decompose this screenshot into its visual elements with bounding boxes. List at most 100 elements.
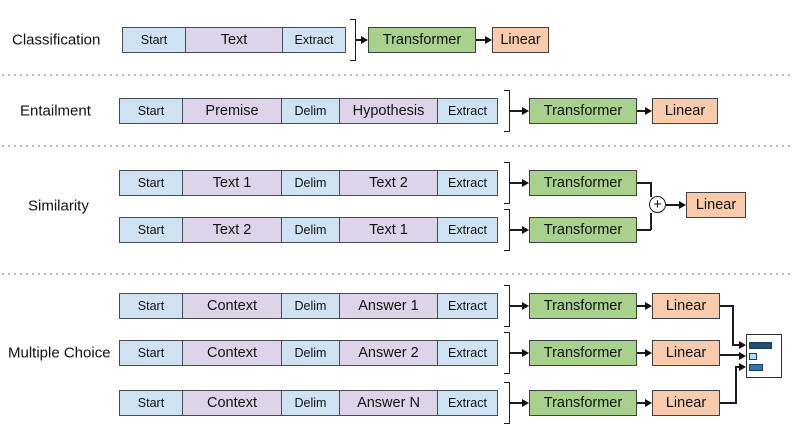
token-context: Context [181,293,283,319]
linear-block: Linear [686,192,746,218]
connector-line [735,366,741,368]
input-sequence: Start Premise Delim Hypothesis Extract [119,98,498,124]
arrowhead [522,399,529,407]
transformer-block: Transformer [529,98,637,124]
connector-line [732,344,740,346]
token-start: Start [119,98,183,124]
connector-line [650,182,652,197]
connector-line [637,305,647,307]
token-start: Start [119,390,183,416]
section-divider [2,145,792,147]
connector-line [637,402,647,404]
score-bar-1 [749,342,772,349]
transformer-block: Transformer [529,217,637,243]
arrowhead [679,201,686,209]
transformer-block: Transformer [529,340,637,366]
token-extract: Extract [282,27,346,53]
token-premise: Premise [181,98,283,124]
connector-line [720,402,737,404]
section-divider [2,74,792,76]
connector-line [637,352,647,354]
token-text-1: Text 1 [338,217,439,243]
arrowhead [645,399,652,407]
token-hypothesis: Hypothesis [338,98,439,124]
input-sequence: Start Context Delim Answer 1 Extract [119,293,498,319]
token-answer-n: Answer N [338,390,439,416]
token-extract: Extract [437,170,498,196]
token-start: Start [122,27,186,53]
extract-bracket [504,162,510,204]
extract-bracket [504,382,510,424]
arrowhead [739,352,746,360]
arrowhead [645,302,652,310]
token-delim: Delim [281,340,340,366]
section-divider [2,273,792,275]
linear-block: Linear [652,98,718,124]
token-extract: Extract [437,98,498,124]
input-sequence: Start Context Delim Answer 2 Extract [119,340,498,366]
extract-bracket [504,332,510,374]
transformer-block: Transformer [529,293,637,319]
input-sequence: Start Text Extract [122,27,346,53]
arrowhead [522,302,529,310]
token-extract: Extract [437,217,498,243]
token-extract: Extract [437,293,498,319]
arrowhead [485,36,492,44]
connector-line [720,305,734,307]
task-label-similarity: Similarity [28,197,89,215]
arrowhead [739,363,746,371]
token-text-1: Text 1 [181,170,283,196]
token-delim: Delim [281,217,340,243]
linear-block: Linear [652,390,720,416]
connector-line [355,39,363,41]
extract-bracket [504,285,510,327]
token-extract: Extract [437,390,498,416]
token-answer-1: Answer 1 [338,293,439,319]
arrowhead [645,349,652,357]
token-delim: Delim [281,293,340,319]
input-sequence: Start Text 1 Delim Text 2 Extract [119,170,498,196]
linear-block: Linear [492,27,549,53]
task-label-multiple-choice: Multiple Choice [8,344,111,362]
transformer-block: Transformer [368,27,476,53]
token-delim: Delim [281,390,340,416]
connector-line [510,305,523,307]
input-sequence: Start Context Delim Answer N Extract [119,390,498,416]
connector-line [650,213,652,230]
connector-line [720,354,740,356]
task-label-classification: Classification [12,31,101,49]
linear-block: Linear [652,293,720,319]
task-label-entailment: Entailment [20,102,91,120]
arrowhead [522,349,529,357]
token-text-2: Text 2 [181,217,283,243]
input-sequence: Start Text 2 Delim Text 1 Extract [119,217,498,243]
connector-line [476,39,487,41]
token-answer-2: Answer 2 [338,340,439,366]
arrowhead [522,226,529,234]
connector-line [510,402,523,404]
connector-line [510,182,523,184]
transformer-block: Transformer [529,390,637,416]
token-start: Start [119,170,183,196]
arrowhead [522,107,529,115]
connector-line [637,229,651,231]
token-context: Context [181,340,283,366]
sum-node: + [649,196,666,213]
connector-line [666,204,680,206]
arrowhead [739,341,746,349]
token-delim: Delim [281,98,340,124]
extract-bracket [504,90,510,132]
arrowhead [522,179,529,187]
token-text: Text [184,27,284,53]
extract-bracket [504,209,510,251]
token-text-2: Text 2 [338,170,439,196]
connector-line [732,305,734,346]
connector-line [510,110,523,112]
connector-line [735,367,737,404]
token-context: Context [181,390,283,416]
arrowhead [645,107,652,115]
token-start: Start [119,293,183,319]
token-start: Start [119,217,183,243]
connector-line [510,229,523,231]
